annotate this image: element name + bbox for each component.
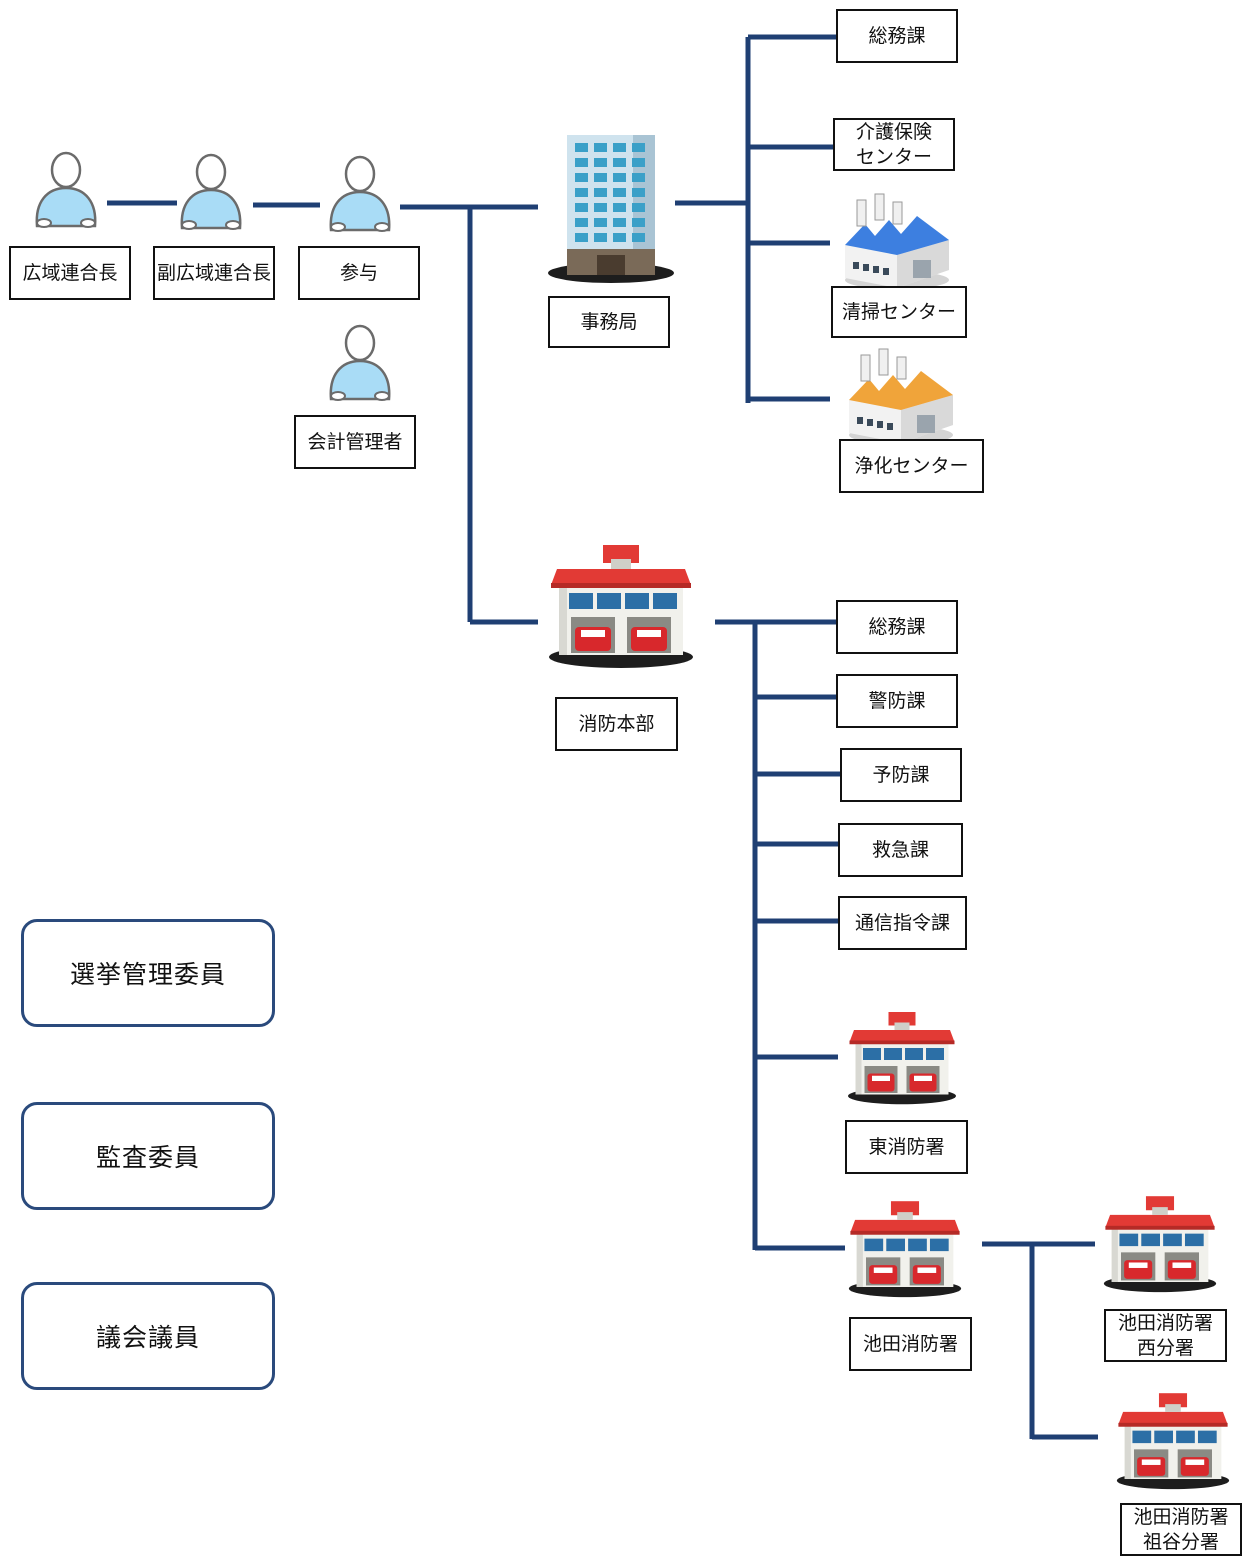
fire-hq-box: 消防本部 [555, 697, 678, 751]
cleaning-plant-icon [844, 193, 950, 290]
office-window [594, 188, 607, 197]
office-building-icon [548, 135, 674, 283]
fire-station-icon-west [1103, 1196, 1217, 1293]
accounting-box: 会計管理者 [294, 415, 416, 469]
ikeda-station-box: 池田消防署 [849, 1317, 972, 1371]
care-center-line-1: 介護保険 [855, 120, 932, 143]
accounting-label: 会計管理者 [307, 430, 403, 453]
west-branch-box: 池田消防署 西分署 [1104, 1309, 1227, 1362]
fire-general-affairs-box: 総務課 [836, 600, 958, 654]
office-window [594, 203, 607, 212]
fire-hq-label: 消防本部 [578, 712, 655, 735]
person-icon-councilor [329, 155, 391, 233]
office-window [632, 188, 645, 197]
fire-station-icon-iya [1116, 1393, 1230, 1490]
care-center-line-2: センター [855, 145, 932, 168]
iya-branch-line-1: 池田消防署 [1133, 1505, 1229, 1528]
fire-prevention-label: 予防課 [872, 763, 930, 786]
office-window [632, 143, 645, 152]
iya-branch-box: 池田消防署 祖谷分署 [1120, 1503, 1242, 1556]
chief-label: 広域連合長 [22, 261, 118, 284]
secretariat-label: 事務局 [580, 310, 638, 333]
secretariat-box: 事務局 [548, 296, 670, 348]
connector-lines [107, 34, 1098, 1440]
office-window [594, 158, 607, 167]
person-icon-vice-chief [180, 153, 242, 231]
office-window [575, 188, 588, 197]
office-window [594, 143, 607, 152]
fire-prevention-box: 予防課 [840, 748, 962, 802]
office-window [613, 173, 626, 182]
office-window [632, 158, 645, 167]
west-branch-line-2: 西分署 [1136, 1336, 1194, 1359]
east-station-box: 東消防署 [845, 1120, 968, 1174]
emergency-box: 救急課 [838, 823, 963, 877]
cleaning-center-label: 清掃センター [841, 300, 956, 323]
office-window [632, 173, 645, 182]
office-window [594, 173, 607, 182]
office-window [575, 218, 588, 227]
assembly-members-label: 議会議員 [95, 1323, 200, 1352]
emergency-label: 救急課 [871, 838, 929, 861]
fire-station-icon-east [848, 1012, 956, 1105]
office-window [613, 203, 626, 212]
audit-committee-label: 監査委員 [95, 1143, 200, 1172]
office-window [575, 158, 588, 167]
election-committee-box: 選挙管理委員 [21, 919, 275, 1027]
office-window [613, 188, 626, 197]
office-window [594, 233, 607, 242]
purification-center-box: 浄化センター [839, 439, 984, 493]
east-station-label: 東消防署 [868, 1135, 945, 1158]
care-insurance-center-box: 介護保険 センター [833, 118, 955, 171]
office-window [632, 218, 645, 227]
secretariat-general-affairs-label: 総務課 [868, 24, 926, 47]
fire-general-affairs-label: 総務課 [868, 615, 926, 638]
dispatch-command-label: 通信指令課 [854, 911, 950, 934]
office-window [575, 143, 588, 152]
office-window [594, 218, 607, 227]
purification-plant-icon [848, 348, 954, 445]
councilor-box: 参与 [298, 246, 420, 300]
office-window [613, 233, 626, 242]
fire-defense-box: 警防課 [836, 674, 958, 728]
vice-chief-box: 副広域連合長 [153, 246, 275, 300]
fire-station-icon-hq [549, 545, 693, 668]
assembly-members-box: 議会議員 [21, 1282, 275, 1390]
councilor-label: 参与 [339, 261, 378, 284]
west-branch-line-1: 池田消防署 [1117, 1311, 1213, 1334]
office-window [632, 203, 645, 212]
secretariat-general-affairs-box: 総務課 [836, 9, 958, 63]
dispatch-command-box: 通信指令課 [838, 896, 967, 950]
ikeda-station-label: 池田消防署 [862, 1332, 958, 1355]
iya-branch-line-2: 祖谷分署 [1142, 1530, 1219, 1553]
audit-committee-box: 監査委員 [21, 1102, 275, 1210]
fire-station-icon-ikeda [848, 1201, 962, 1298]
office-window [613, 143, 626, 152]
person-icon-accounting [329, 324, 391, 402]
fire-defense-label: 警防課 [868, 689, 926, 712]
office-window [575, 203, 588, 212]
office-window [613, 158, 626, 167]
vice-chief-label: 副広域連合長 [156, 261, 271, 284]
chief-box: 広域連合長 [9, 246, 131, 300]
office-window [632, 233, 645, 242]
person-icon-chief [35, 151, 97, 229]
office-window [575, 173, 588, 182]
purification-center-label: 浄化センター [854, 454, 969, 477]
cleaning-center-box: 清掃センター [831, 286, 967, 338]
office-window [613, 218, 626, 227]
election-committee-label: 選挙管理委員 [69, 960, 226, 989]
office-window [575, 233, 588, 242]
